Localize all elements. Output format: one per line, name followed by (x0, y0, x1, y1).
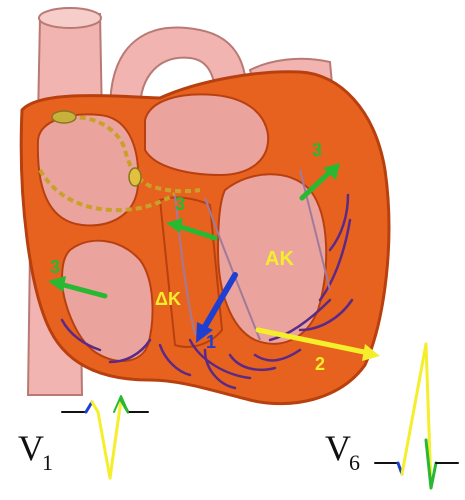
lead-v1-subscript: 1 (42, 450, 53, 475)
lead-v6-letter: V (325, 428, 351, 468)
lead-v6-subscript: 6 (349, 450, 360, 475)
lead-v1: V 1 (18, 396, 148, 478)
sa-node (52, 111, 76, 123)
ventricle-left-label: ΔK (155, 289, 181, 309)
av-node (129, 168, 141, 186)
right-atrium-chamber (38, 114, 138, 225)
vector-2-label: 2 (315, 354, 325, 374)
left-atrium-chamber (145, 94, 268, 175)
lead-v1-letter: V (18, 428, 44, 468)
vector-1-label: 1 (206, 332, 216, 352)
vector-3-left-label: 3 (50, 257, 60, 277)
lead-v6-waveform (375, 344, 458, 488)
vessel-opening (39, 8, 101, 28)
ventricle-right-label: AK (265, 248, 294, 270)
lead-v1-waveform (62, 396, 148, 478)
vector-3-right-label: 3 (312, 140, 322, 160)
vector-3-septum-label: 3 (175, 194, 185, 214)
